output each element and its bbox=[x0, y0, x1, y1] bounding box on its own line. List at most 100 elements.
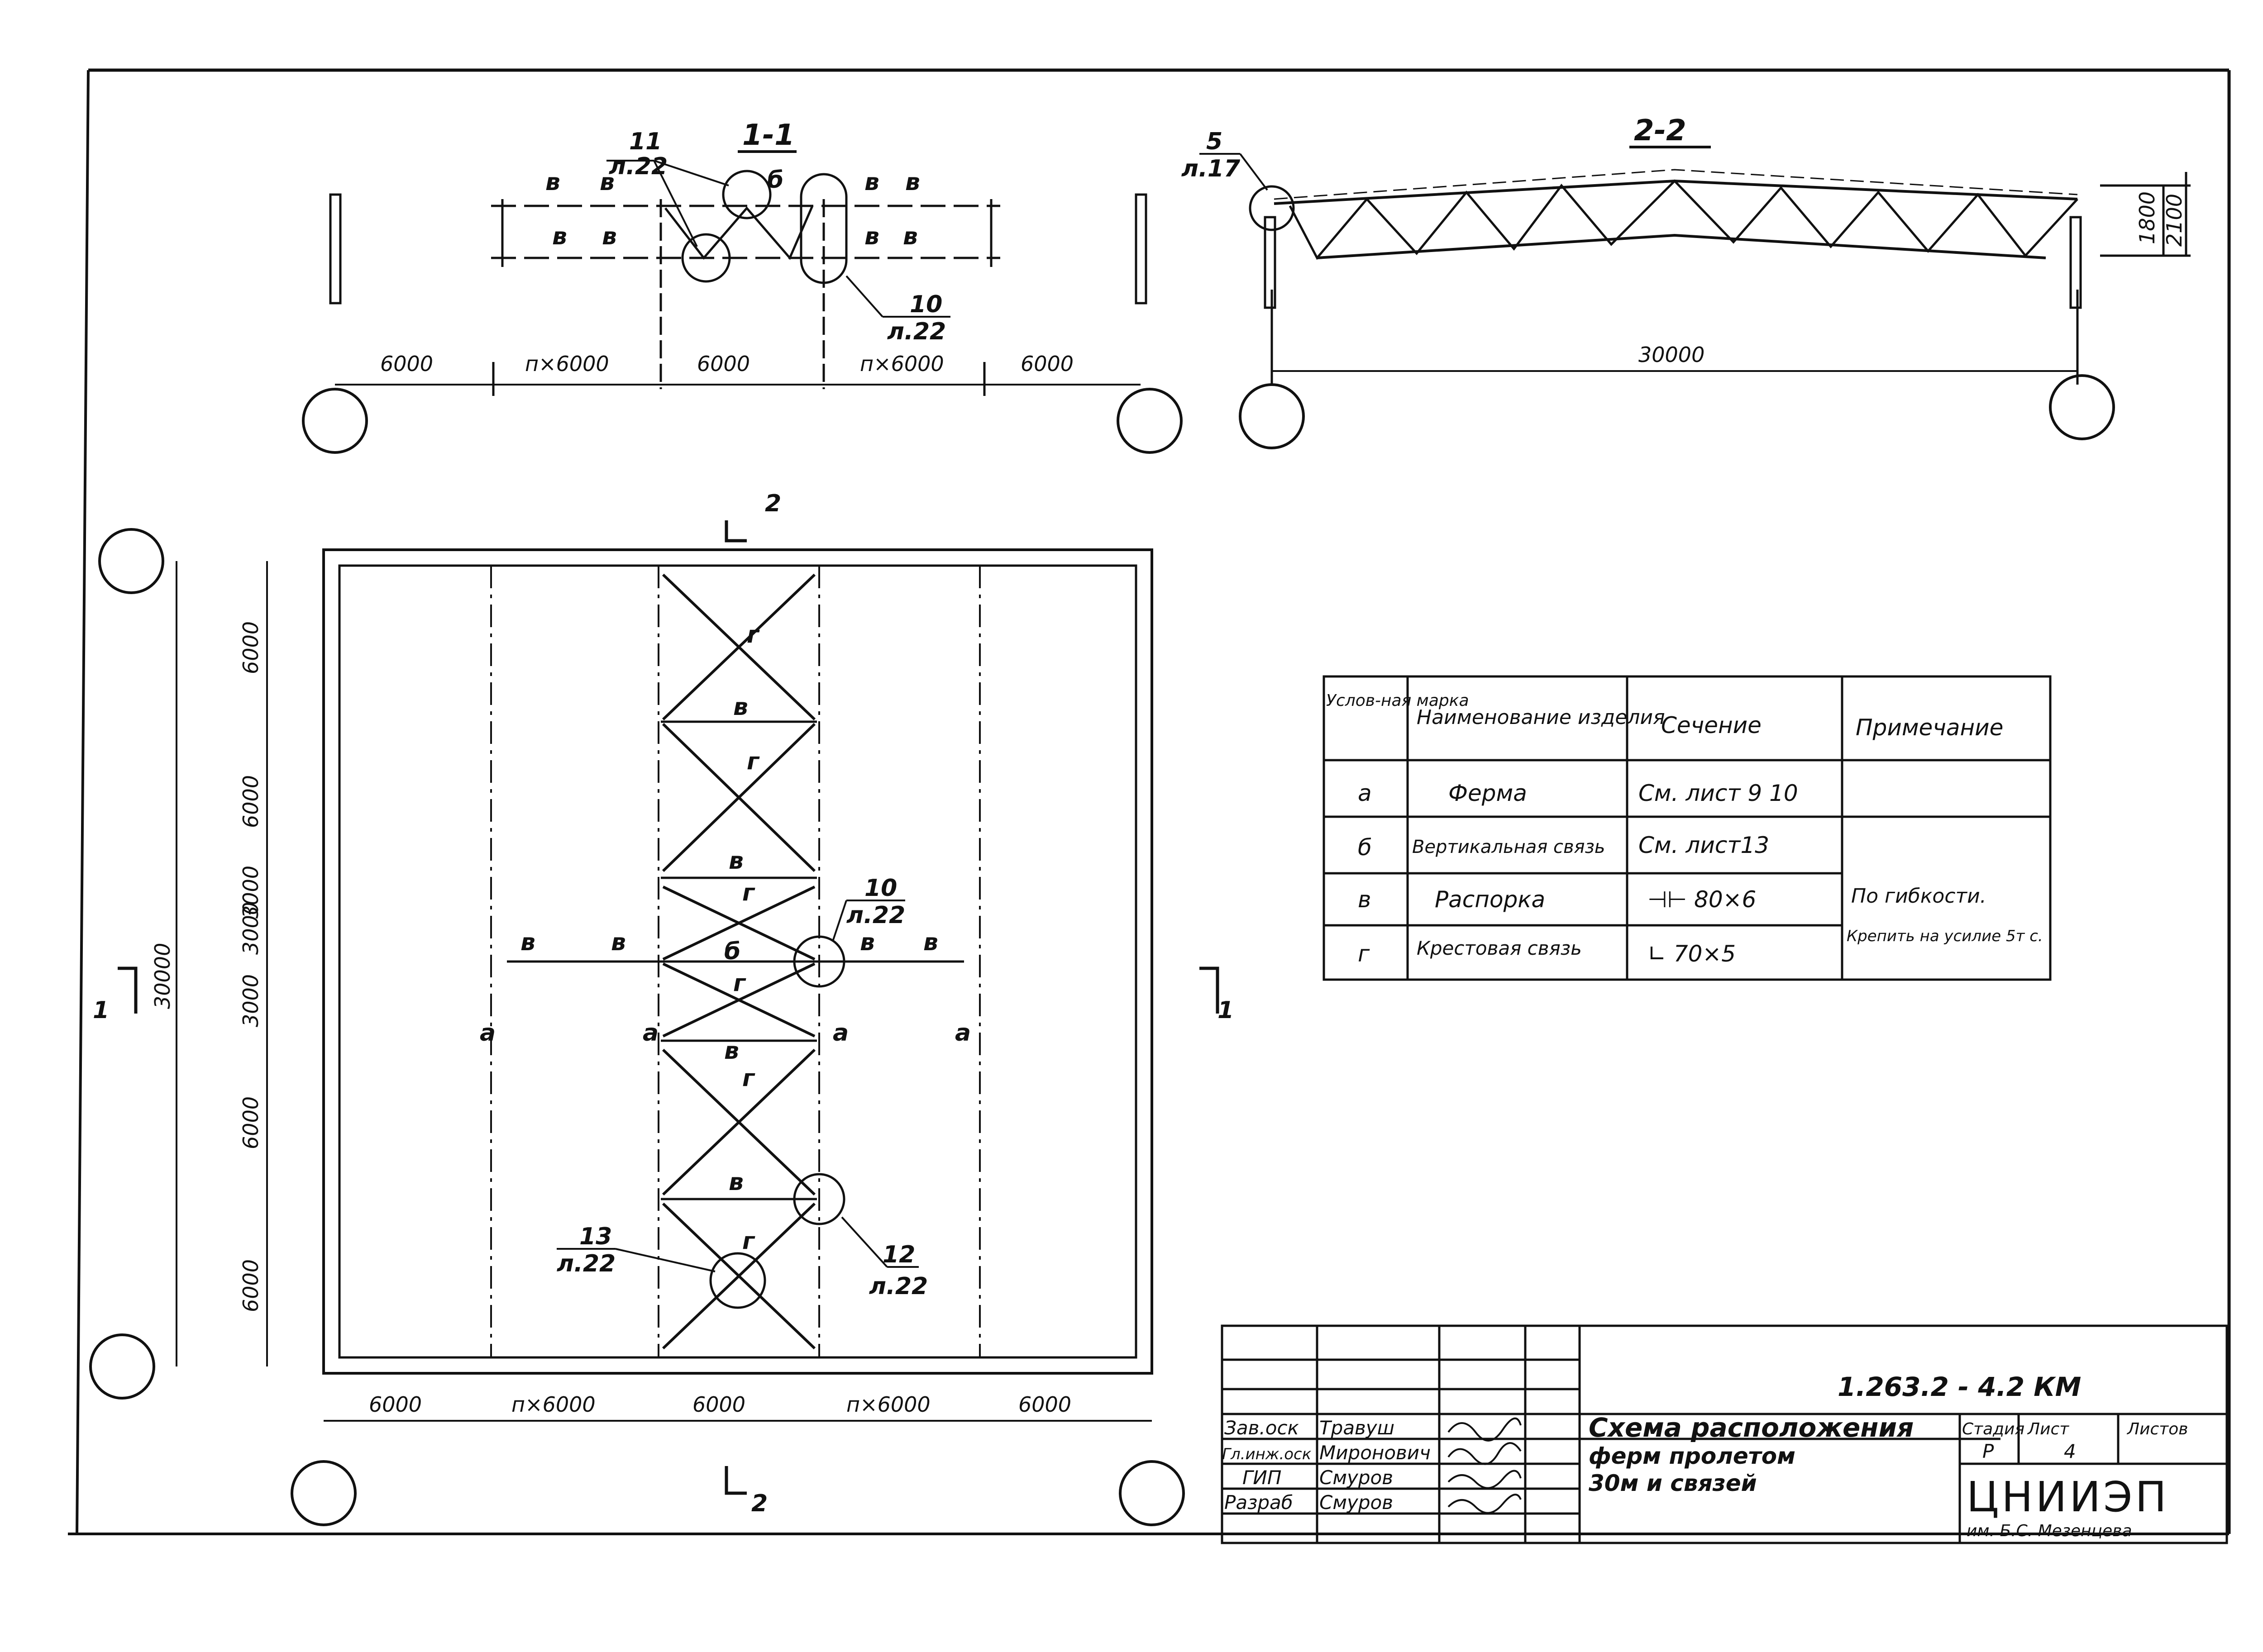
row-section: См. лист13 bbox=[1638, 832, 1769, 858]
table-header: Услов-ная марка bbox=[1326, 691, 1469, 710]
dim-label: 6000 bbox=[697, 352, 750, 376]
strut-mark: в bbox=[611, 929, 626, 956]
row-note: Крепить на усилие 5т с. bbox=[1847, 927, 2043, 945]
dim-h2: 2100 bbox=[2162, 194, 2187, 247]
dim-bottom: п×6000 bbox=[846, 1392, 931, 1417]
title-line: 30м и связей bbox=[1589, 1470, 1757, 1496]
strut-mark: в bbox=[729, 847, 744, 875]
strut-mark: в bbox=[520, 929, 535, 956]
callout-num: 10 bbox=[864, 875, 897, 902]
section-mark-bottom: 2 bbox=[751, 1490, 768, 1517]
axis-bubble bbox=[1117, 388, 1183, 454]
section-mark-top: 2 bbox=[765, 490, 781, 517]
axis-bubble bbox=[291, 1460, 357, 1526]
column-right bbox=[2069, 216, 2082, 309]
title-line: ферм пролетом bbox=[1589, 1443, 1795, 1469]
mark-v: в bbox=[600, 169, 615, 196]
callout-num: 13 bbox=[579, 1223, 612, 1250]
row-mark: г bbox=[1358, 941, 1370, 967]
row-section: ⊣⊢ 80×6 bbox=[1647, 886, 1756, 913]
dim-bottom: 6000 bbox=[369, 1392, 422, 1417]
callout-5-num: 5 bbox=[1206, 128, 1222, 155]
callout-5-ref: л.17 bbox=[1181, 155, 1241, 182]
table-header: Примечание bbox=[1856, 714, 2003, 741]
brace-mark: г bbox=[742, 1065, 755, 1092]
row-name: Ферма bbox=[1448, 780, 1527, 806]
title-line: Схема расположения bbox=[1589, 1412, 1914, 1443]
org-name: ЦНИИЭП bbox=[1967, 1473, 2169, 1521]
role: Разраб bbox=[1224, 1491, 1293, 1514]
row-mark: а bbox=[1358, 780, 1372, 806]
axis-bubble bbox=[1119, 1460, 1185, 1526]
doc-code: 1.263.2 - 4.2 КМ bbox=[1838, 1371, 2081, 1402]
sheet-value: 4 bbox=[2064, 1440, 2076, 1462]
section-mark-left: 1 bbox=[93, 997, 109, 1024]
brace-mark: г bbox=[733, 970, 746, 997]
callout-11-ref: л.22 bbox=[609, 153, 668, 180]
callout-ref: л.22 bbox=[869, 1273, 928, 1300]
dim-total: 30000 bbox=[150, 943, 175, 1009]
callout-ref: л.22 bbox=[557, 1250, 616, 1277]
row-name: Распорка bbox=[1435, 886, 1545, 913]
mark-v: в bbox=[864, 169, 879, 196]
plan-view: 2 2 1 1 30000 6000 6000 3000 3000 3000 6… bbox=[89, 490, 1234, 1526]
truss-mark: а bbox=[480, 1019, 496, 1047]
column-left bbox=[329, 193, 342, 305]
spec-table: Услов-ная марка Наименование изделия Сеч… bbox=[1322, 675, 2052, 981]
mark-v: в bbox=[552, 223, 567, 250]
callout-10-ref: л.22 bbox=[887, 318, 946, 345]
dim-left: 3000 bbox=[239, 866, 263, 919]
name: Миронович bbox=[1319, 1442, 1431, 1464]
axis-bubble bbox=[1239, 383, 1305, 449]
dim-bottom: 6000 bbox=[1018, 1392, 1071, 1417]
brace-mark: г bbox=[742, 1228, 755, 1255]
section-2-2-title: 2-2 bbox=[1634, 114, 1686, 148]
mark-v: в bbox=[903, 223, 918, 250]
row-section: ∟ 70×5 bbox=[1647, 941, 1736, 967]
strut-mark: в bbox=[860, 929, 875, 956]
callout-10-num: 10 bbox=[910, 291, 942, 318]
section-2-2: 2-2 5 л.17 30000 bbox=[1181, 114, 2191, 449]
column-left bbox=[1264, 216, 1276, 309]
axis-bubble bbox=[302, 388, 368, 454]
signatures bbox=[1447, 1417, 1522, 1514]
section-1-1-title: 1-1 bbox=[742, 119, 795, 152]
dim-left: 6000 bbox=[239, 621, 263, 674]
dim-left: 6000 bbox=[239, 1096, 263, 1149]
brace-mark: г bbox=[747, 748, 760, 775]
name: Смуров bbox=[1319, 1491, 1393, 1514]
dim-label: п×6000 bbox=[860, 352, 944, 376]
name: Травуш bbox=[1319, 1417, 1394, 1439]
dim-left: 3000 bbox=[239, 974, 263, 1027]
dim-bottom: 6000 bbox=[692, 1392, 745, 1417]
truss-mark: а bbox=[833, 1019, 849, 1047]
sheet-frame bbox=[68, 68, 2231, 1535]
sheets-header: Листов bbox=[2126, 1420, 2188, 1438]
section-1-1: 1-1 bbox=[302, 119, 1183, 454]
brace-mark: г bbox=[742, 879, 755, 906]
dim-span: 30000 bbox=[1638, 343, 1704, 367]
column-right bbox=[1135, 193, 1147, 305]
dim-left: 3000 bbox=[239, 902, 263, 955]
dim-label: п×6000 bbox=[525, 352, 609, 376]
strut-mark: в bbox=[729, 1169, 744, 1196]
callout-num: 12 bbox=[883, 1241, 915, 1268]
dim-left: 6000 bbox=[239, 775, 263, 828]
title-block: 1.263.2 - 4.2 КМ Зав.оск Гл.инж.оск ГИП … bbox=[1221, 1324, 2228, 1544]
name: Смуров bbox=[1319, 1466, 1393, 1489]
strut-mark: в bbox=[923, 929, 938, 956]
callout-ref: л.22 bbox=[846, 902, 905, 929]
section-mark-right: 1 bbox=[1217, 997, 1234, 1024]
truss-mark: а bbox=[643, 1019, 659, 1047]
strut-mark: в bbox=[733, 694, 748, 721]
mark-v: в bbox=[545, 169, 560, 196]
mark-v: в bbox=[905, 169, 920, 196]
row-name: Вертикальная связь bbox=[1412, 837, 1605, 857]
row-note: По гибкости. bbox=[1851, 885, 1986, 908]
row-mark: б bbox=[1358, 834, 1372, 861]
mark-v: в bbox=[602, 223, 617, 250]
row-mark: в bbox=[1358, 886, 1371, 913]
mark-v: в bbox=[864, 223, 879, 250]
